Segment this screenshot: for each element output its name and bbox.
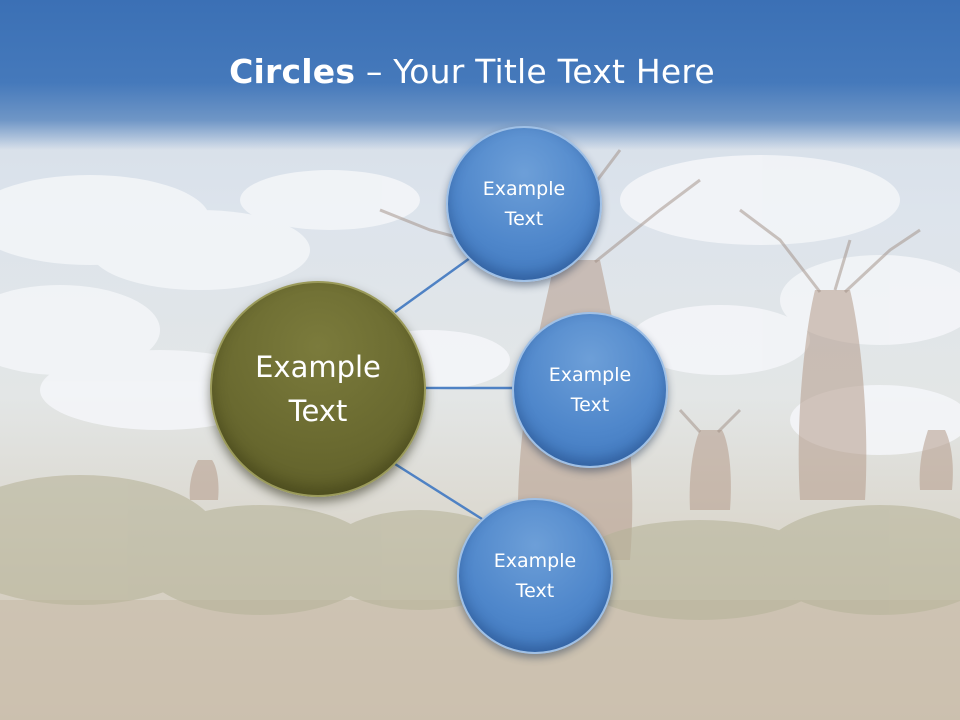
bottom-circle-label: Example Text: [493, 550, 577, 602]
slide-title: Circles – Your Title Text Here: [0, 52, 944, 91]
middle-circle[interactable]: Example Text: [512, 312, 668, 468]
bottom-circle[interactable]: Example Text: [457, 498, 613, 654]
middle-circle-label: Example Text: [548, 364, 632, 416]
title-bold-part: Circles: [229, 52, 356, 91]
title-band: [0, 0, 960, 150]
title-rest-part: – Your Title Text Here: [355, 52, 715, 91]
connector-to-bottom: [394, 462, 483, 521]
center-circle-label: Example Text: [255, 350, 381, 428]
connector-to-top: [394, 256, 471, 314]
center-circle[interactable]: Example Text: [210, 281, 426, 497]
top-circle[interactable]: Example Text: [446, 126, 602, 282]
top-circle-label: Example Text: [482, 178, 566, 230]
